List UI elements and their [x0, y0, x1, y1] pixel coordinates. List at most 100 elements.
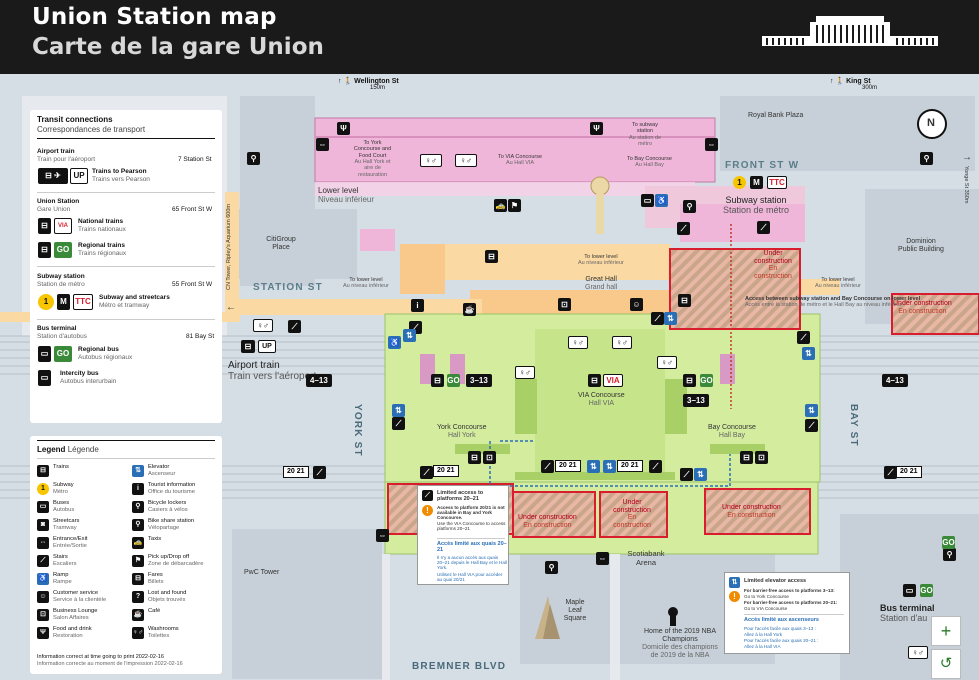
dominion-building: Dominion Public Building [898, 238, 944, 254]
transit-connections-panel: Transit connections Correspondances de t… [30, 110, 222, 423]
train-icon: ⊟ [37, 465, 49, 477]
train-icon: ⊟ [38, 242, 51, 258]
lounge-icon: ⊡ [755, 451, 768, 464]
legend-item-label-fr: Autobus [53, 507, 75, 513]
legend-item-label-fr: Escaliers [53, 561, 77, 567]
legend-item-label: Bike share station [148, 518, 195, 524]
arrow-up-icon: ↑ 🚶 [338, 78, 353, 85]
platform-tag[interactable]: 3–13 [683, 394, 709, 407]
elevator-icon: ⇅ [132, 465, 144, 477]
platform-tag[interactable]: 20 21 [896, 466, 922, 478]
subway-line-icon: 1 [38, 294, 54, 310]
stairs-icon: ⟋ [797, 331, 810, 344]
zoom-in-button[interactable]: + [931, 616, 961, 646]
streetcar-icon: TTC [73, 294, 93, 310]
ramp-icon: ♿ [37, 573, 49, 585]
legend-item-label: Stairs [53, 554, 68, 560]
reset-view-button[interactable]: ↺ [931, 649, 961, 679]
washroom-icon: ♀♂ [132, 627, 144, 639]
access-note: Access between subway station and Bay Co… [745, 296, 921, 309]
street-front: FRONT ST W [725, 160, 800, 171]
elevator-icon: ⇅ [802, 347, 815, 360]
legend-item-label-fr: Toilettes [148, 633, 170, 639]
go-icon: GO [447, 374, 460, 387]
platform-tag[interactable]: 3–13 [466, 374, 492, 387]
street-york: YORK ST [352, 404, 363, 457]
legend-item-label: Café [148, 608, 161, 614]
bike-icon: ⚲ [132, 501, 144, 513]
fares-icon: ⊟ [132, 573, 144, 585]
legend-item-label-fr: Restoration [53, 633, 83, 639]
bike-icon: ⚲ [920, 152, 933, 165]
food-icon: Ψ [590, 122, 603, 135]
stairs-icon: ⟋ [649, 460, 662, 473]
stairs-icon: ⟋ [422, 490, 433, 501]
legend-item-label-fr: Ascenseur [148, 471, 176, 477]
train-icon: ⊟ [431, 374, 444, 387]
platform-tag[interactable]: 20 21 [283, 466, 309, 478]
transit-title-fr: Correspondances de transport [37, 125, 146, 134]
legend-item-label-fr: Tramway [53, 525, 77, 531]
platform-tag[interactable]: 20 21 [555, 460, 581, 472]
header-bar: Union Station map Carte de la gare Union [0, 0, 979, 74]
nba-champions: Home of the 2019 NBA Champions Domicile … [642, 628, 718, 660]
citigroup-place: CitiGroup Place [266, 236, 296, 252]
legend-item-label-fr: Entrée/Sortie [53, 543, 87, 549]
bike-share-icon: ⚲ [132, 519, 144, 531]
up-express-icon: UP [258, 340, 276, 353]
train-icon: ⊟ [588, 374, 601, 387]
king-dist: 300m [862, 85, 878, 91]
legend-footer: Information correct at time going to pri… [37, 654, 164, 660]
legend-item-label: Streetcars [53, 518, 80, 524]
up-express-icon: UP [70, 168, 88, 184]
legend-item-label-fr: Billets [148, 579, 164, 585]
station-map[interactable]: ↑ 🚶 Wellington St 150m ↑ 🚶 King St 300m … [0, 74, 979, 680]
train-icon: ⊟ [241, 340, 255, 353]
platform-tag[interactable]: 20 21 [433, 465, 459, 477]
wellington-sign: ↑ 🚶 Wellington St [338, 78, 399, 85]
legend-item-label: Customer service [53, 590, 99, 596]
union-station-logo [762, 16, 938, 46]
via-icon: VIA [603, 374, 623, 387]
stairs-icon: ⟋ [805, 419, 818, 432]
cafe-icon: ☕ [132, 609, 144, 621]
lost-found-icon: ? [132, 591, 144, 603]
pickup-icon: ⚑ [508, 199, 521, 212]
royal-bank-plaza: Royal Bank Plaza [748, 112, 804, 119]
legend-item-label-fr: Objets trouvés [148, 597, 186, 603]
north-arrow-icon: N [927, 117, 935, 129]
platform-tag[interactable]: 20 21 [617, 460, 643, 472]
pickup-icon: ⚑ [132, 555, 144, 567]
customer-service-icon: ☺ [630, 298, 643, 311]
ramp-icon: ♿ [388, 336, 401, 349]
washroom-icon: ♀♂ [420, 154, 442, 167]
stairs-icon: ⟋ [392, 417, 405, 430]
fares-icon: ⊟ [740, 451, 753, 464]
legend-item-label-fr: Vélopartage [148, 525, 180, 531]
legend-item: 🚕Taxis [132, 536, 227, 552]
legend-item-label: Ramp [53, 572, 69, 578]
bus-icon: ▭ [37, 501, 49, 513]
washroom-icon: ♀♂ [455, 154, 477, 167]
platform-tag[interactable]: 4–13 [306, 374, 332, 387]
elevator-icon: ⇅ [729, 577, 740, 588]
platform-tag[interactable]: 4–13 [882, 374, 908, 387]
bus-icon: ▭ [38, 346, 51, 362]
cn-tower-sign: CN Tower, Ripley's Aquarium 600m [226, 204, 232, 290]
legend-item-label: Entrance/Exit [53, 536, 88, 542]
legend-item-label: Fares [148, 572, 163, 578]
legend-item-label: Buses [53, 500, 70, 506]
stairs-icon: ⟋ [651, 312, 664, 325]
legend-footer-fr: Information correcte au moment de l'impr… [37, 661, 183, 667]
